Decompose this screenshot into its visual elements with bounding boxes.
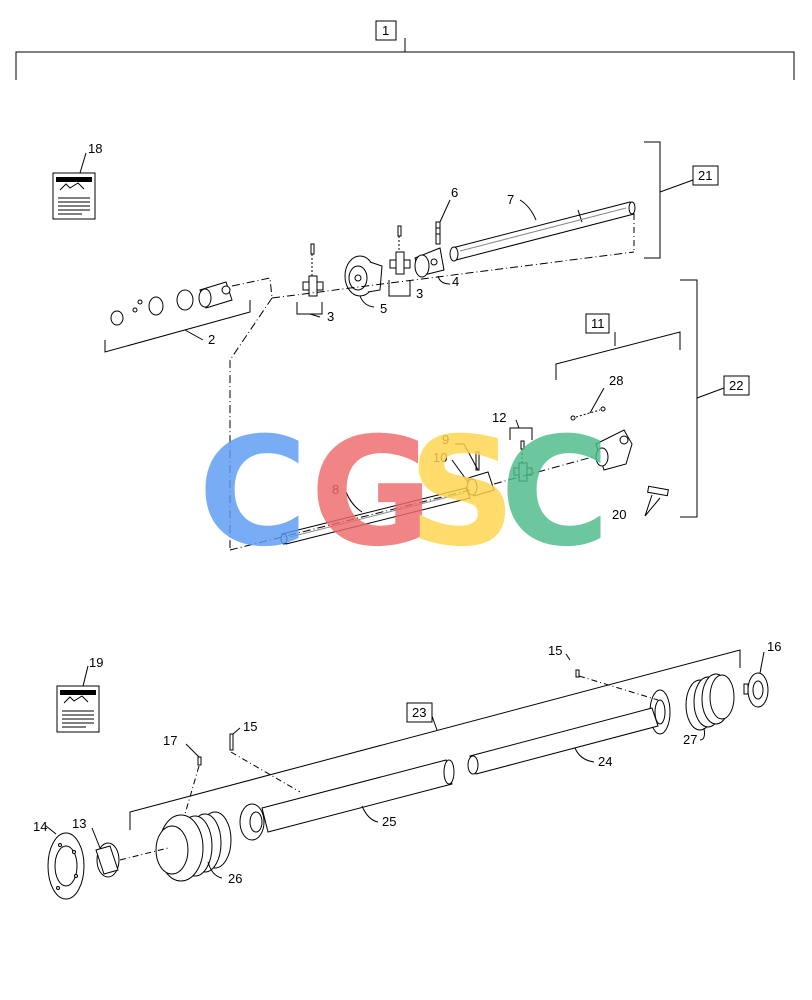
assembly-bracket	[15, 38, 795, 80]
rear-half-bracket	[680, 279, 725, 518]
screw-small[interactable]	[197, 756, 202, 766]
grease-fitting-rear[interactable]	[570, 406, 606, 421]
assembly-label: 1	[382, 23, 389, 38]
guard-bracket	[129, 649, 741, 830]
callout-17: 17	[163, 733, 177, 748]
bellows-left[interactable]	[155, 811, 232, 882]
callout-14: 14	[33, 819, 47, 834]
group-label-22-box[interactable]	[723, 375, 750, 396]
callout-15a: 15	[243, 719, 257, 734]
decal-bottom-icon[interactable]	[56, 685, 100, 733]
clutch[interactable]	[344, 255, 383, 297]
guard-tube-outer[interactable]	[261, 759, 455, 833]
watermark: C G S C	[198, 406, 610, 580]
callout-7: 7	[507, 192, 514, 207]
screw-left[interactable]	[229, 733, 234, 751]
watermark-letter-s: S	[408, 406, 516, 580]
group-label-21-box[interactable]	[692, 165, 719, 186]
assembly-label-box[interactable]	[375, 20, 397, 41]
screw-right[interactable]	[575, 669, 580, 678]
yoke-inner[interactable]	[466, 451, 495, 497]
watermark-letter-c2: C	[500, 406, 610, 580]
callout-28: 28	[609, 373, 623, 388]
alignment-lines-guard	[184, 751, 301, 815]
callout-9: 9	[442, 432, 449, 447]
callout-5: 5	[380, 301, 387, 316]
group-label-11-box[interactable]	[585, 313, 610, 334]
cross-kit-c[interactable]	[513, 440, 533, 482]
alignment-lines-top	[229, 251, 635, 550]
callout-6: 6	[451, 185, 458, 200]
callout-24: 24	[598, 754, 612, 769]
callout-25: 25	[382, 814, 396, 829]
decal-top-icon[interactable]	[52, 172, 96, 220]
rear-yoke[interactable]	[595, 429, 633, 471]
pin[interactable]	[647, 485, 669, 497]
callout-3b: 3	[416, 286, 423, 301]
outer-tube[interactable]	[449, 201, 636, 262]
watermark-letter-g: G	[310, 406, 433, 580]
group-label-21: 21	[698, 168, 712, 183]
callout-19: 19	[89, 655, 103, 670]
callout-13: 13	[72, 816, 86, 831]
callout-26: 26	[228, 871, 242, 886]
group-label-22: 22	[729, 378, 743, 393]
cross-kit-b[interactable]	[389, 225, 411, 275]
callout-27: 27	[683, 732, 697, 747]
bellows-right[interactable]	[685, 673, 735, 731]
callout-16: 16	[767, 639, 781, 654]
watermark-letter-c1: C	[198, 406, 308, 580]
callout-10: 10	[433, 450, 447, 465]
group-label-11: 11	[591, 316, 605, 331]
callout-2: 2	[208, 332, 215, 347]
callout-8: 8	[332, 482, 339, 497]
front-half-bracket	[644, 141, 694, 259]
guard-cone-left[interactable]	[47, 832, 85, 900]
alignment-lines-rear	[229, 455, 597, 551]
group-label-23-box[interactable]	[406, 702, 433, 723]
subassembly-bracket	[555, 331, 681, 380]
callout-4: 4	[452, 274, 459, 289]
guard-tube-inner[interactable]	[467, 707, 659, 775]
callout-3a: 3	[327, 309, 334, 324]
seal-kit[interactable]	[110, 281, 233, 326]
grease-fitting-top[interactable]	[435, 221, 441, 245]
guard-cone-right[interactable]	[743, 672, 769, 708]
callout-20: 20	[612, 507, 626, 522]
guard-ring-left-13[interactable]	[95, 842, 120, 878]
group-label-23: 23	[412, 705, 426, 720]
callout-18: 18	[88, 141, 102, 156]
callout-12: 12	[492, 410, 506, 425]
callout-15b: 15	[548, 643, 562, 658]
cross-kit-a[interactable]	[302, 243, 324, 297]
yoke-flange[interactable]	[414, 247, 445, 278]
guard-ring-left[interactable]	[239, 803, 265, 841]
